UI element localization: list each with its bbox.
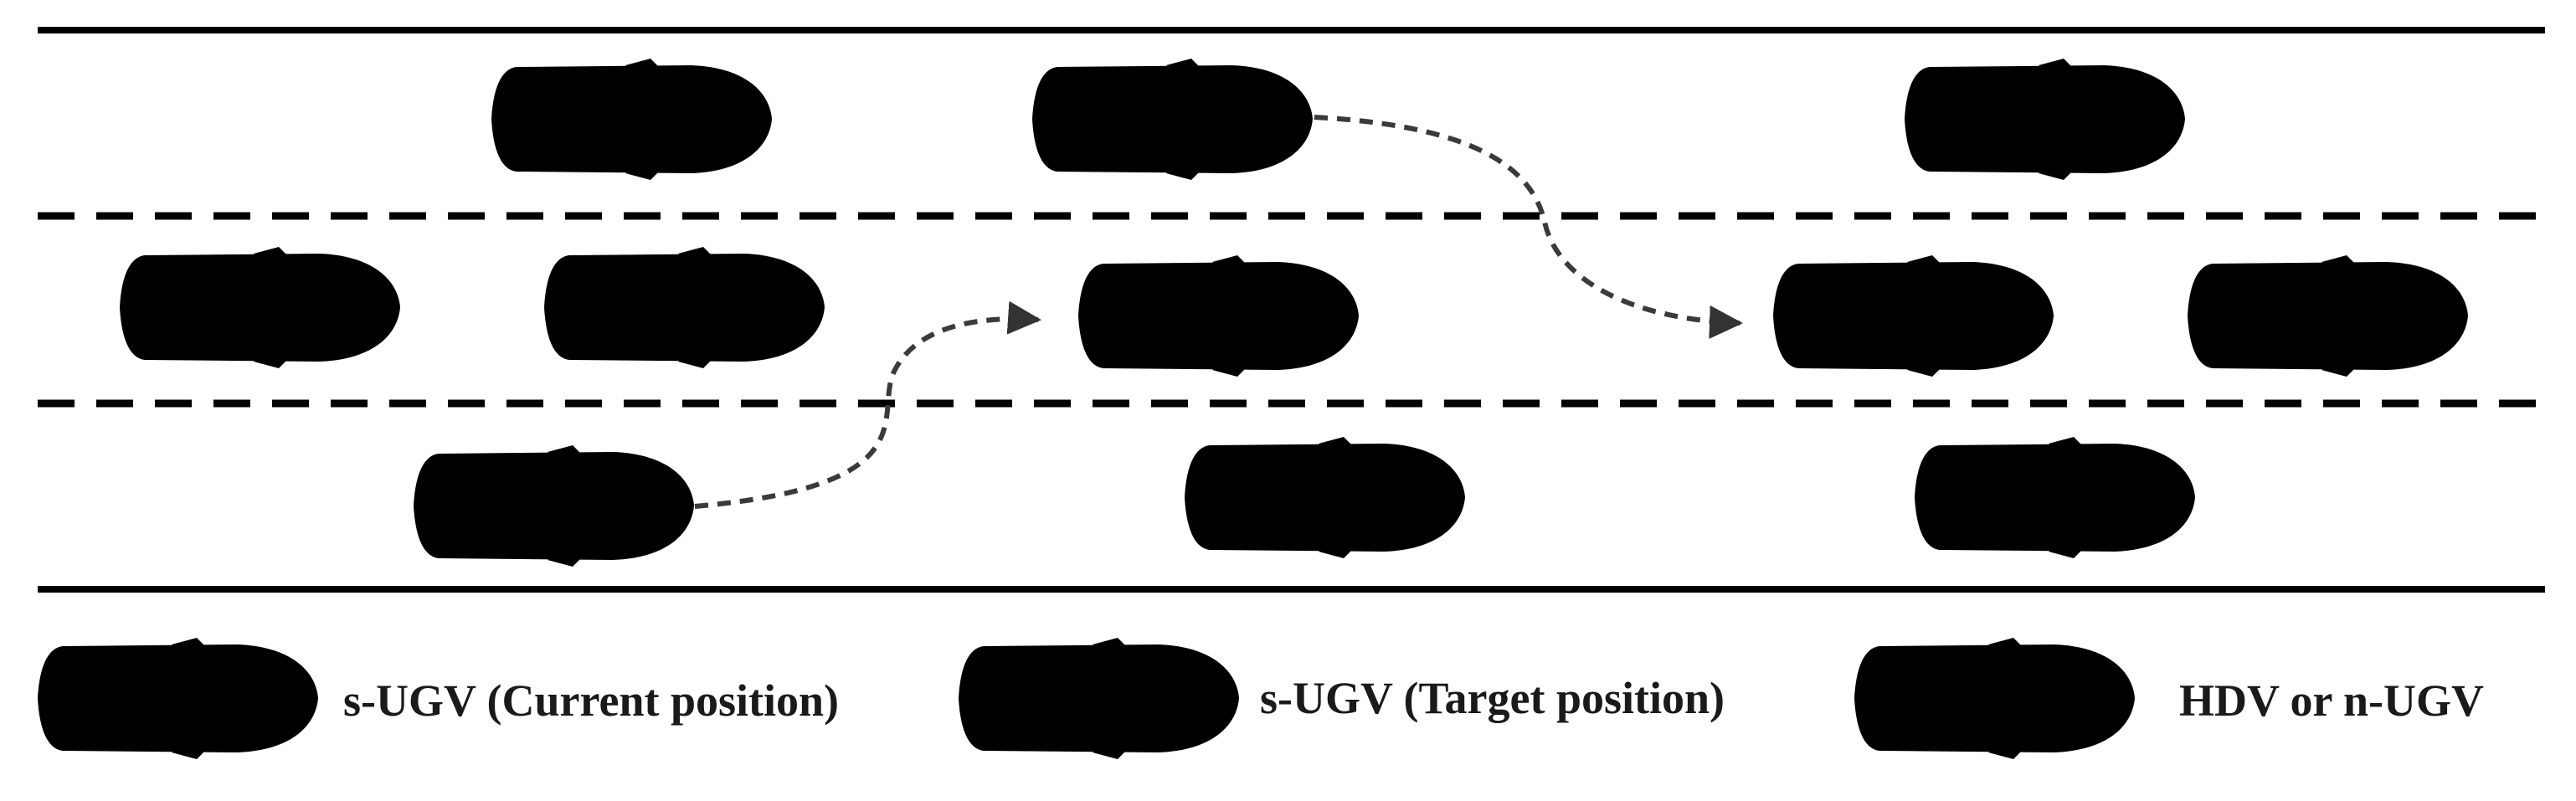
lane-change-path-down (1314, 115, 1743, 339)
legend-current-label: s-UGV (Current position) (343, 675, 839, 726)
hdv-car-icon (491, 59, 772, 180)
legend-target-car-icon (959, 638, 1239, 759)
s-ugv-current-car-icon (1032, 59, 1313, 180)
legend-hdv-label: HDV or n-UGV (2179, 675, 2484, 726)
legend-hdv-car-icon (1854, 638, 2135, 759)
s-ugv-target-car-icon (1078, 255, 1359, 377)
hdv-car-icon (1185, 437, 1465, 558)
hdv-car-icon (544, 247, 825, 368)
lane-change-path-up (694, 300, 1041, 509)
hdv-car-icon (120, 247, 400, 368)
hdv-car-icon (2188, 255, 2468, 377)
legend-current-car-icon (38, 638, 318, 759)
s-ugv-current-car-icon (414, 445, 694, 567)
hdv-car-icon (1905, 59, 2185, 180)
s-ugv-target-car-icon (1773, 255, 2054, 377)
legend-target-label: s-UGV (Target position) (1260, 673, 1725, 723)
hdv-car-icon (1915, 437, 2195, 558)
legend: s-UGV (Current position) s-UGV (Target p… (38, 638, 2484, 759)
